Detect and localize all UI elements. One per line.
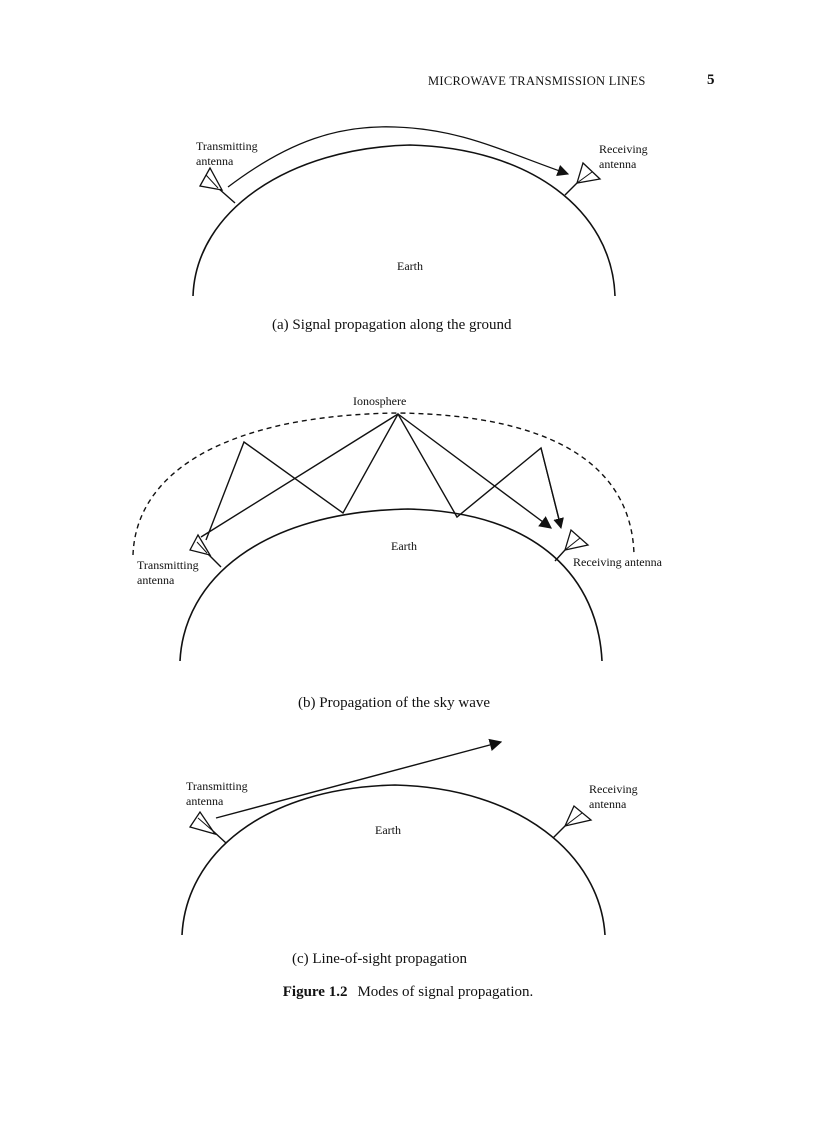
receiving-antenna-label: Receiving antenna [573, 555, 663, 569]
ionosphere-label: Ionosphere [353, 394, 406, 408]
receiving-antenna-label: Receiving [589, 782, 638, 796]
earth-surface-b [179, 508, 603, 662]
receiving-antenna-icon [554, 528, 590, 562]
sky-wave-path-2 [200, 413, 399, 538]
transmitting-antenna-label-2: antenna [137, 573, 175, 587]
receiving-antenna-icon [552, 804, 593, 839]
transmitting-antenna-label-2: antenna [196, 154, 234, 168]
line-of-sight-arrow [215, 738, 503, 819]
sky-wave-path-1 [205, 412, 562, 541]
figure-number: Figure 1.2 [282, 984, 348, 1000]
transmitting-antenna-icon [198, 166, 236, 204]
page-number: 5 [707, 72, 715, 88]
running-head-title: MICROWAVE TRANSMISSION LINES [428, 74, 646, 88]
panel-a-ground-wave: Transmitting antenna Receiving antenna E… [192, 126, 648, 333]
figure-caption: Figure 1.2 Modes of signal propagation. [0, 984, 816, 1001]
sky-wave-path-3 [397, 413, 553, 529]
panel-a-caption: (a) Signal propagation along the ground [272, 317, 512, 333]
panel-c-line-of-sight: Transmitting antenna Receiving antenna E… [181, 738, 638, 967]
earth-label: Earth [391, 539, 417, 553]
receiving-antenna-icon [564, 161, 602, 196]
transmitting-antenna-icon [188, 810, 227, 844]
panel-c-caption: (c) Line-of-sight propagation [292, 951, 467, 967]
transmitting-antenna-icon [189, 533, 222, 568]
receiving-antenna-label: Receiving [599, 142, 648, 156]
ground-wave-arrow [227, 126, 570, 188]
earth-label: Earth [375, 823, 401, 837]
transmitting-antenna-label: Transmitting [196, 139, 258, 153]
transmitting-antenna-label: Transmitting [137, 558, 199, 572]
transmitting-antenna-label: Transmitting [186, 779, 248, 793]
figure-caption-text: Modes of signal propagation. [357, 984, 534, 1000]
earth-surface-a [192, 144, 616, 297]
receiving-antenna-label-2: antenna [589, 797, 627, 811]
ionosphere-layer [132, 412, 635, 556]
panel-b-caption: (b) Propagation of the sky wave [298, 695, 490, 711]
receiving-antenna-label-2: antenna [599, 157, 637, 171]
transmitting-antenna-label-2: antenna [186, 794, 224, 808]
earth-surface-c [181, 784, 606, 936]
panel-b-sky-wave: Ionosphere Transmitting antenna Receivin… [132, 394, 663, 711]
earth-label: Earth [397, 259, 423, 273]
